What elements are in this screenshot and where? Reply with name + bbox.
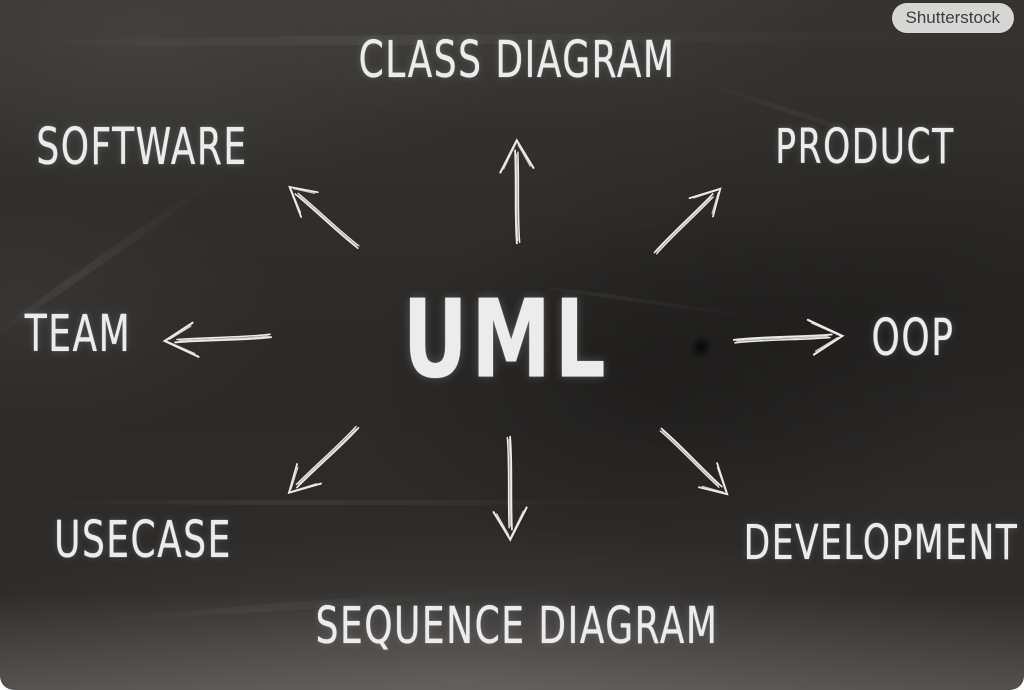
node-oop: OOP xyxy=(871,308,955,368)
shutterstock-watermark-badge: Shutterstock xyxy=(891,3,1014,33)
node-sequence-diagram: SEQUENCE DIAGRAM xyxy=(315,596,719,656)
arrow-product xyxy=(643,177,732,265)
node-team: TEAM xyxy=(24,304,132,364)
center-node-uml: UML xyxy=(402,277,610,403)
node-usecase: USECASE xyxy=(54,510,232,570)
board-dark-spot xyxy=(681,325,721,369)
arrow-development xyxy=(649,417,739,506)
arrow-software xyxy=(278,174,369,261)
node-software: SOFTWARE xyxy=(36,117,248,177)
arrow-oop xyxy=(732,317,845,359)
arrow-class-diagram xyxy=(499,139,535,245)
node-class-diagram: CLASS DIAGRAM xyxy=(358,30,676,90)
node-development: DEVELOPMENT xyxy=(743,513,1019,571)
chalk-smudge xyxy=(30,500,750,505)
arrow-team xyxy=(163,318,273,359)
node-product: PRODUCT xyxy=(775,117,955,175)
arrow-sequence-diagram xyxy=(492,435,528,541)
arrow-usecase xyxy=(277,415,370,505)
